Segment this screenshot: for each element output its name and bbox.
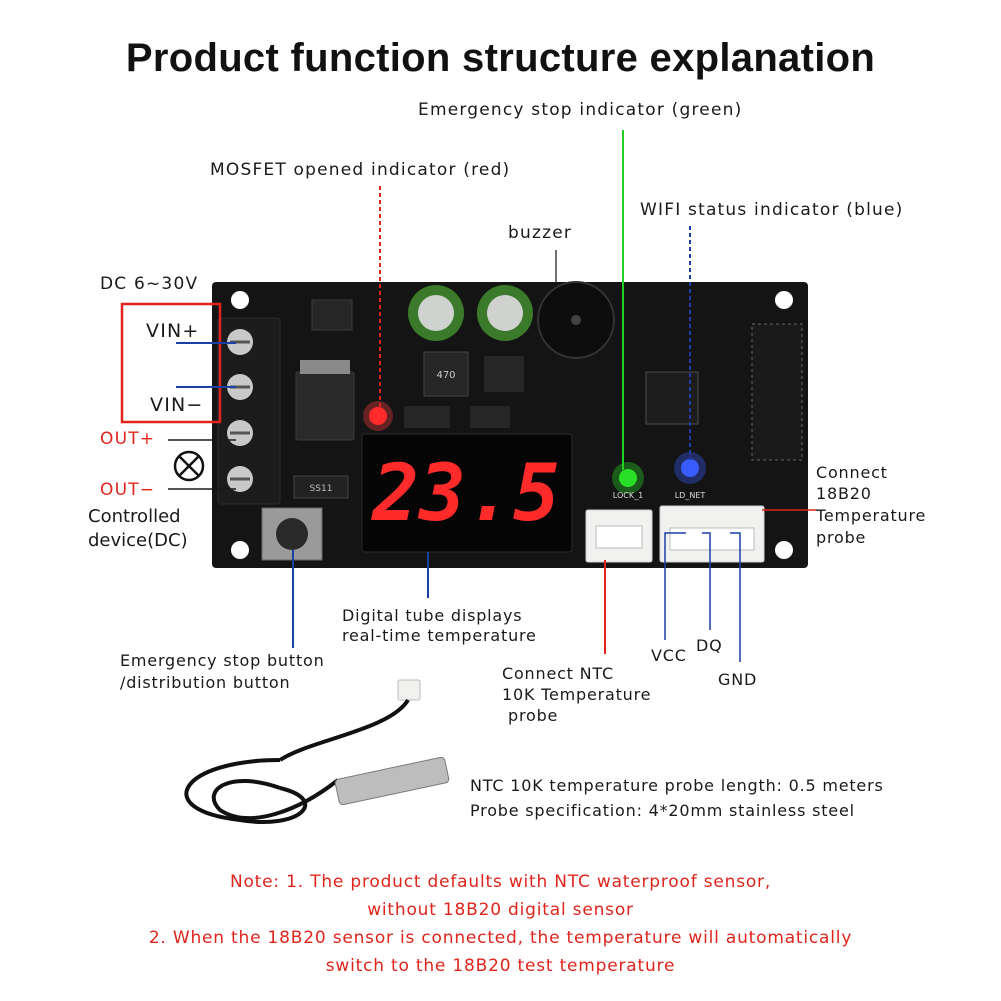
terminal-screws [227, 329, 253, 492]
dq-line [702, 532, 711, 630]
note-line-1: Note: 1. The product defaults with NTC w… [229, 872, 772, 892]
emergency-indicator-label: Emergency stop indicator (green) [418, 100, 743, 120]
connect-18b20-label-1: Connect [816, 463, 888, 482]
probe-length-label: NTC 10K temperature probe length: 0.5 me… [470, 776, 884, 795]
capacitor-1 [408, 285, 464, 341]
regulator-chip [311, 299, 353, 331]
mounting-hole [775, 291, 793, 309]
mounting-hole [231, 291, 249, 309]
display-digits: 23.5 [370, 449, 560, 539]
mounting-hole [775, 541, 793, 559]
mosfet-chip [295, 371, 355, 441]
mosfet-red-led [369, 407, 387, 425]
inductor [423, 351, 469, 397]
vcc-label: VCC [651, 646, 687, 665]
wifi-indicator-label: WIFI status indicator (blue) [640, 200, 904, 220]
vin-minus-label: VIN− [150, 394, 204, 416]
connect-18b20-label-4: probe [816, 528, 867, 547]
terminal-block [217, 317, 281, 505]
emergency-button-cap [276, 518, 308, 550]
mosfet-indicator-label: MOSFET opened indicator (red) [210, 160, 511, 180]
emergency-button-label-1: Emergency stop button [120, 651, 325, 670]
page-title: Product function structure explanation [125, 36, 876, 80]
buzzer-label: buzzer [508, 223, 573, 243]
connect-ntc-label-2: 10K Temperature [502, 685, 652, 704]
dc-range-label: DC 6~30V [100, 274, 199, 294]
connect-ntc-label-3: probe [508, 706, 559, 725]
capacitor-2 [477, 285, 533, 341]
digital-tube-label-2: real-time temperature [342, 626, 537, 645]
digital-display [361, 433, 573, 553]
note-line-3: 2. When the 18B20 sensor is connected, t… [148, 928, 853, 948]
wifi-antenna [751, 323, 803, 461]
gnd-line [730, 532, 741, 662]
emergency-button-label-2: /distribution button [120, 673, 291, 692]
silk-ss: SS11 [310, 484, 333, 494]
out-minus-label: OUT− [100, 480, 156, 500]
silk-cap: 470 [436, 370, 455, 381]
digital-tube-label-1: Digital tube displays [342, 606, 523, 625]
silk-lock: LOCK_1 [613, 491, 643, 500]
emergency-green-led [619, 469, 637, 487]
out-plus-label: OUT+ [100, 429, 156, 449]
vin-plus-label: VIN+ [146, 320, 200, 342]
mounting-hole [231, 541, 249, 559]
connect-18b20-label-2: 18B20 [816, 484, 872, 503]
vin-bracket [120, 302, 222, 424]
note-line-4: switch to the 18B20 test temperature [325, 956, 676, 976]
controlled-device-label-1: Controlled [88, 506, 181, 527]
wifi-blue-led [681, 459, 699, 477]
note-line-2: without 18B20 digital sensor [367, 900, 634, 920]
controlled-device-label-2: device(DC) [88, 530, 188, 551]
silk-net: LD_NET [675, 491, 706, 500]
probe-spec-label: Probe specification: 4*20mm stainless st… [470, 801, 855, 820]
gnd-label: GND [718, 670, 758, 689]
dq-label: DQ [696, 636, 723, 655]
connect-ntc-label-1: Connect NTC [502, 664, 615, 683]
connect-18b20-label-3: Temperature [816, 506, 927, 525]
vcc-line [664, 532, 686, 640]
ntc-probe-image [184, 679, 450, 824]
load-symbol [173, 450, 205, 482]
